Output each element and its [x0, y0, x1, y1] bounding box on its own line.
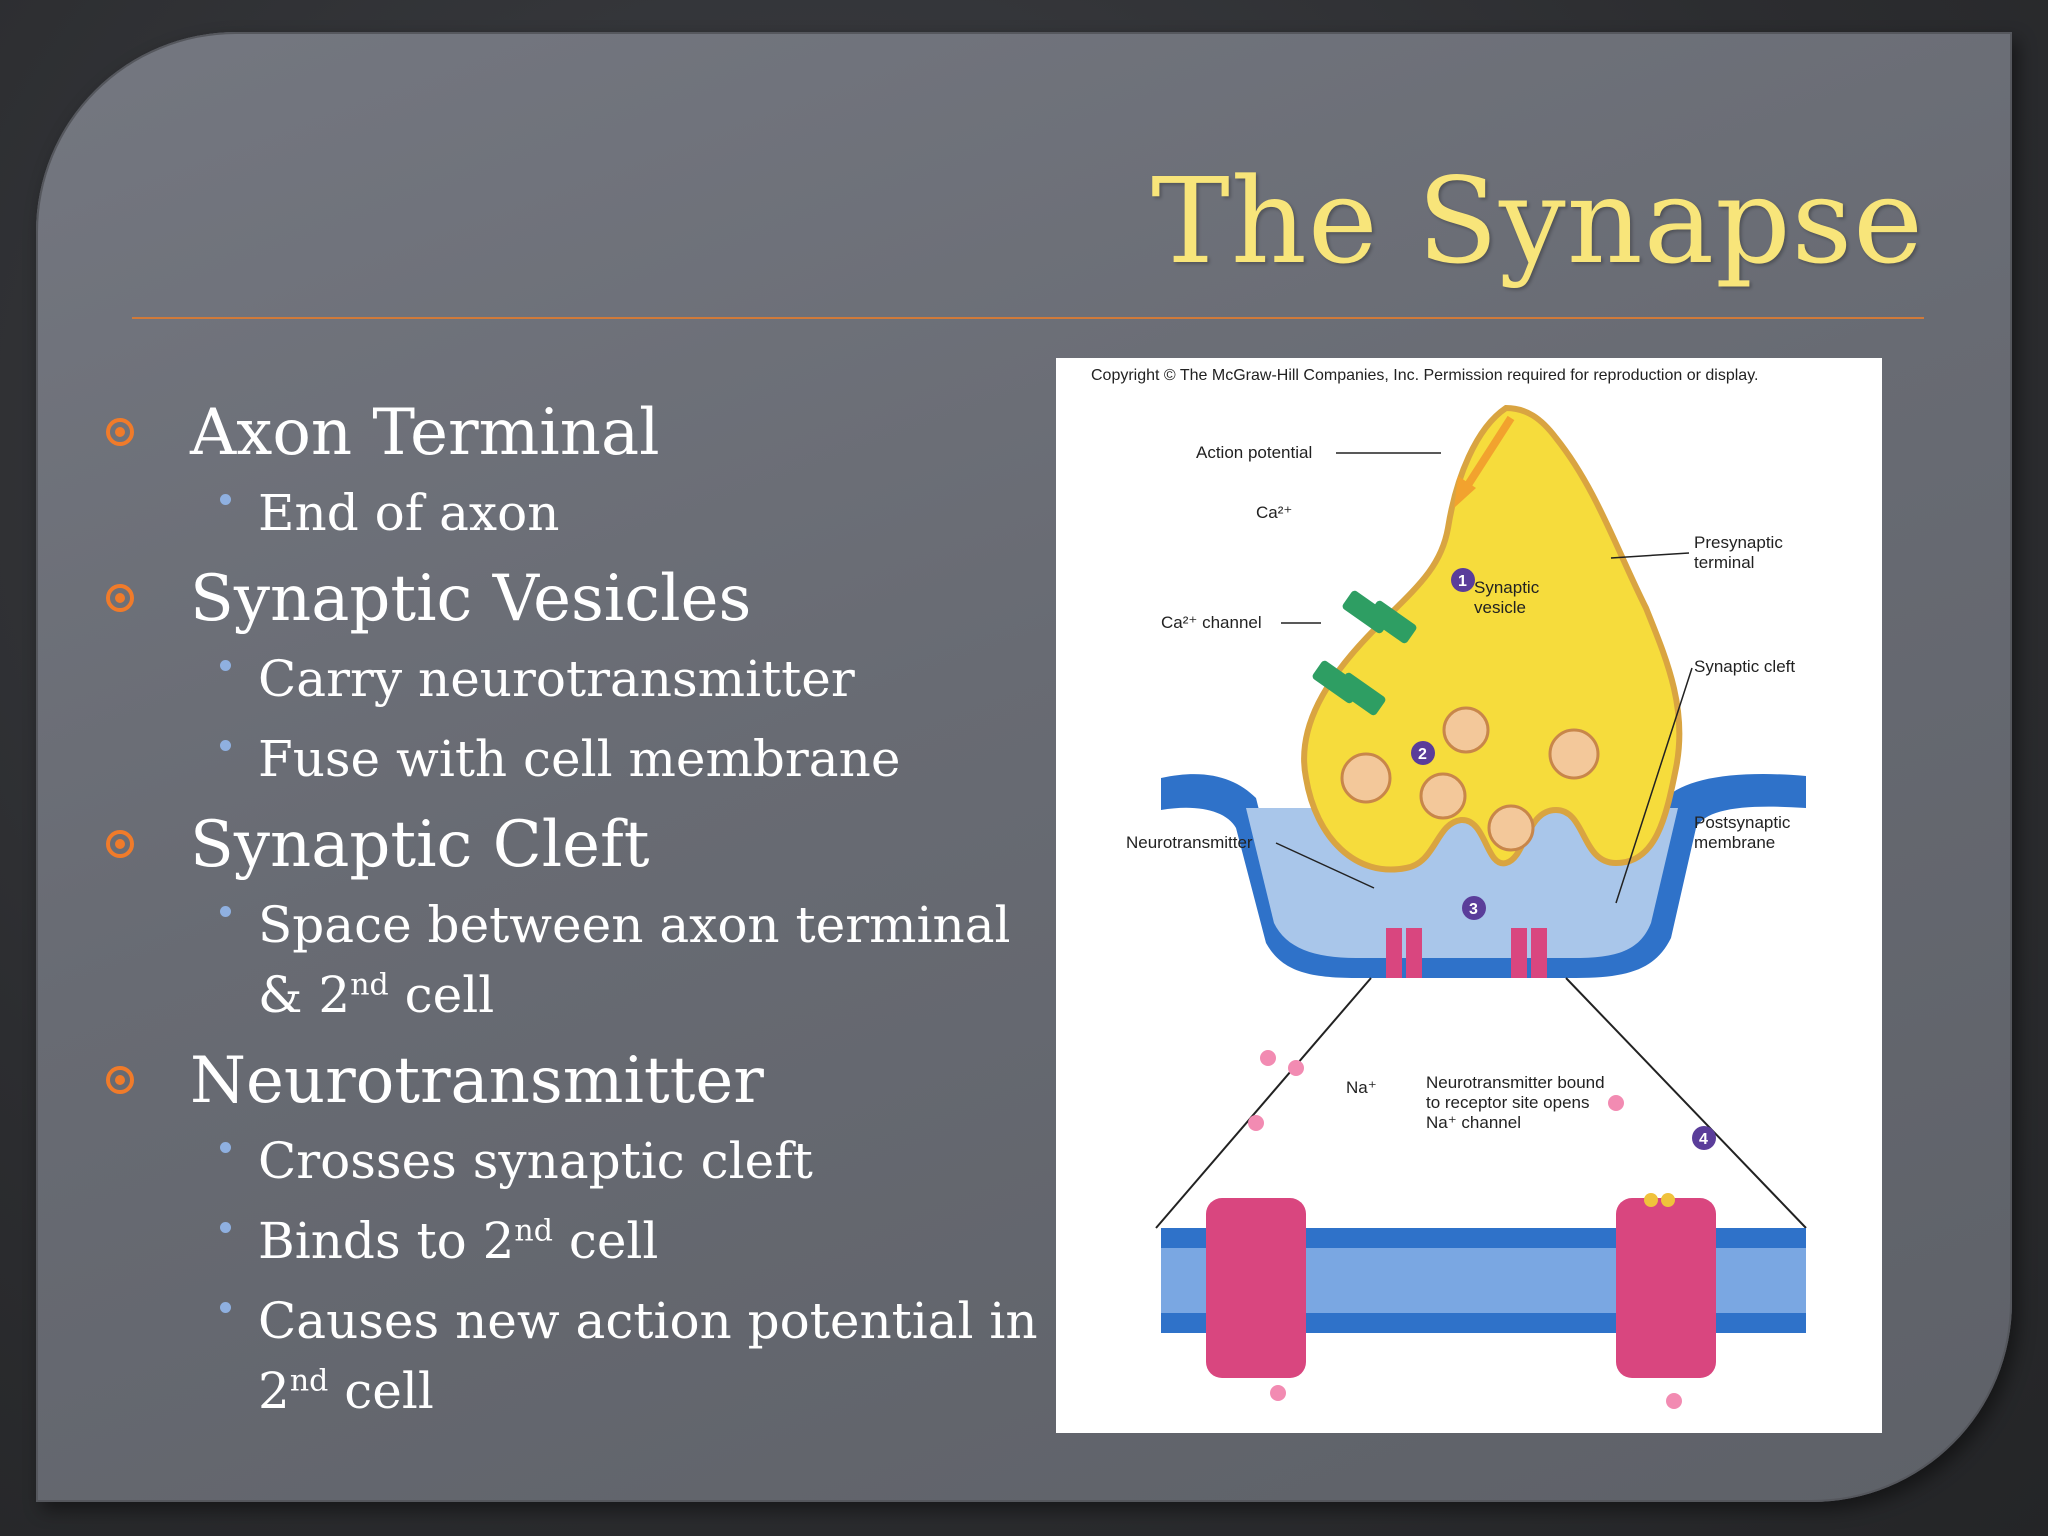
sodium-ion [1666, 1393, 1682, 1409]
synapse-diagram: Copyright © The McGraw-Hill Companies, I… [1056, 358, 1882, 1433]
orange-ring-bullet-icon [106, 584, 134, 612]
zoom-line [1565, 977, 1807, 1229]
sub-bullet: Space between axon terminal & 2nd cell [106, 890, 1056, 1030]
sub-bullet: Binds to 2nd cell [106, 1206, 1056, 1276]
bullet-synaptic-vesicles: Synaptic Vesicles [106, 558, 1056, 640]
blue-dot-bullet-icon [220, 1142, 231, 1153]
orange-ring-bullet-icon [106, 418, 134, 446]
step-3-badge [1462, 896, 1486, 920]
sub-bullet: Crosses synaptic cleft [106, 1126, 1056, 1196]
blue-dot-bullet-icon [220, 660, 231, 671]
svg-text:4: 4 [1699, 1131, 1708, 1148]
blue-dot-bullet-icon [220, 1302, 231, 1313]
svg-text:2: 2 [1418, 746, 1427, 763]
orange-ring-bullet-icon [106, 1066, 134, 1094]
bound-neurotransmitter [1644, 1193, 1658, 1207]
sodium-channel-closed [1206, 1198, 1306, 1378]
svg-text:to receptor site opens: to receptor site opens [1426, 1093, 1589, 1112]
svg-text:vesicle: vesicle [1474, 598, 1526, 617]
action-potential-arrow [1462, 415, 1515, 491]
sodium-ion [1260, 1050, 1276, 1066]
receptor-channel [1386, 928, 1402, 978]
synapse-illustration: Copyright © The McGraw-Hill Companies, I… [1091, 367, 1807, 1409]
svg-text:Postsynaptic: Postsynaptic [1694, 813, 1791, 832]
svg-text:Synaptic: Synaptic [1474, 578, 1540, 597]
blue-dot-bullet-icon [220, 1222, 231, 1233]
svg-text:terminal: terminal [1694, 553, 1754, 572]
zoom-line [1155, 977, 1372, 1229]
step-2-badge [1411, 741, 1435, 765]
svg-text:Synaptic cleft: Synaptic cleft [1694, 657, 1795, 676]
svg-text:Na⁺ channel: Na⁺ channel [1426, 1113, 1521, 1132]
fusing-vesicle [1487, 804, 1535, 852]
svg-text:3: 3 [1469, 901, 1478, 918]
orange-ring-bullet-icon [106, 830, 134, 858]
step-4-badge [1692, 1126, 1716, 1150]
synaptic-vesicle [1419, 772, 1467, 820]
blue-dot-bullet-icon [220, 494, 231, 505]
bullet-synaptic-cleft: Synaptic Cleft [106, 804, 1056, 886]
svg-text:Neurotransmitter: Neurotransmitter [1126, 833, 1253, 852]
blue-dot-bullet-icon [220, 906, 231, 917]
svg-text:1: 1 [1458, 573, 1467, 590]
bound-neurotransmitter [1661, 1193, 1675, 1207]
sub-bullet: End of axon [106, 478, 1056, 548]
svg-text:Action potential: Action potential [1196, 443, 1312, 462]
copyright-notice: Copyright © The McGraw-Hill Companies, I… [1091, 367, 1758, 384]
synaptic-vesicle [1340, 752, 1392, 804]
slide: The Synapse Axon Terminal End of axon Sy… [36, 32, 2012, 1502]
synaptic-vesicle [1442, 706, 1490, 754]
sub-bullet: Carry neurotransmitter [106, 644, 1056, 714]
sodium-channel-open [1616, 1198, 1716, 1378]
sodium-ion [1248, 1115, 1264, 1131]
calcium-channel [1336, 672, 1386, 716]
svg-text:Ca²⁺ channel: Ca²⁺ channel [1161, 613, 1262, 632]
sodium-ion [1288, 1060, 1304, 1076]
sub-bullet: Causes new action potential in 2nd cell [106, 1286, 1056, 1426]
calcium-channel [1367, 600, 1417, 644]
receptor-channel [1531, 928, 1547, 978]
receptor-channel [1406, 928, 1422, 978]
arrow-head-icon [1454, 476, 1476, 508]
svg-text:Na⁺: Na⁺ [1346, 1078, 1377, 1097]
svg-text:Neurotransmitter bound: Neurotransmitter bound [1426, 1073, 1605, 1092]
receptor-channel [1511, 928, 1527, 978]
sub-bullet: Fuse with cell membrane [106, 724, 1056, 794]
svg-text:membrane: membrane [1694, 833, 1775, 852]
sodium-ion [1270, 1385, 1286, 1401]
sodium-ion [1608, 1095, 1624, 1111]
svg-text:Presynaptic: Presynaptic [1694, 533, 1783, 552]
title-divider [132, 317, 1924, 319]
blue-dot-bullet-icon [220, 740, 231, 751]
step-1-badge [1451, 568, 1475, 592]
bullet-axon-terminal: Axon Terminal [106, 392, 1056, 474]
bullet-list: Axon Terminal End of axon Synaptic Vesic… [106, 392, 1056, 1436]
slide-title: The Synapse [1151, 152, 1924, 290]
bullet-neurotransmitter: Neurotransmitter [106, 1040, 1056, 1122]
svg-text:Ca²⁺: Ca²⁺ [1256, 503, 1292, 522]
synaptic-vesicle [1548, 728, 1600, 780]
